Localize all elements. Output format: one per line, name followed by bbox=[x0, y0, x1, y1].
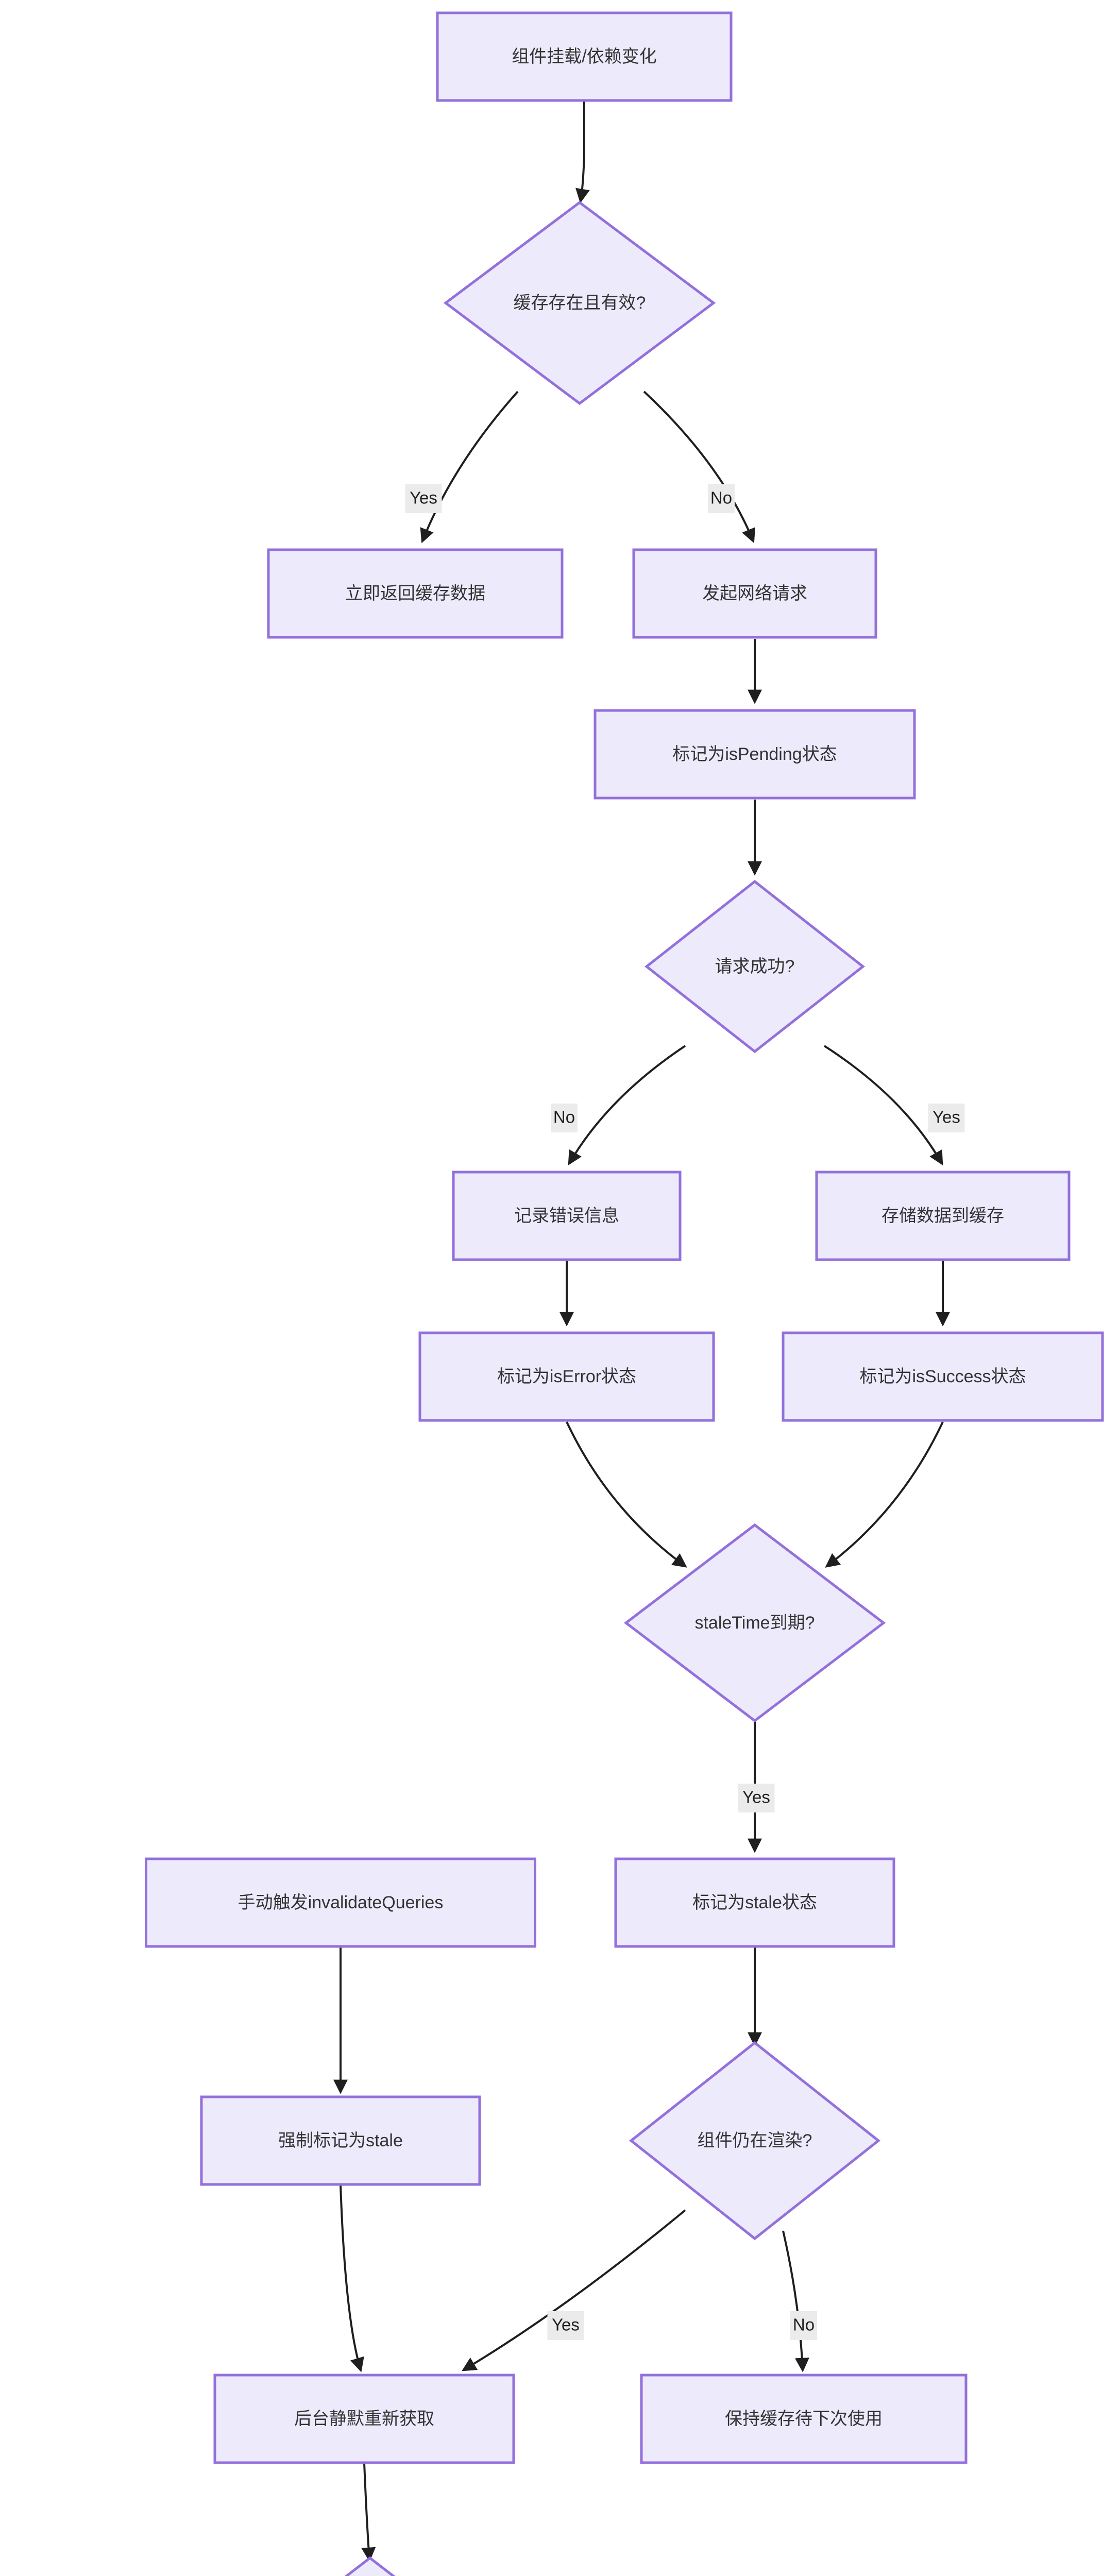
process-shape bbox=[200, 2095, 481, 2186]
node-label: 组件仍在渲染? bbox=[698, 2131, 812, 2150]
node-label: 标记为stale状态 bbox=[692, 1893, 817, 1912]
edge-labels-layer: YesNoNoYesYesYesNoYesNo bbox=[405, 484, 965, 2340]
node-label: 立即返回缓存数据 bbox=[345, 584, 485, 603]
node-label: 保持缓存待下次使用 bbox=[725, 2409, 883, 2429]
process-shape bbox=[436, 11, 733, 102]
flow-edge bbox=[643, 391, 756, 544]
flow-edge bbox=[782, 2230, 809, 2372]
node-label: 组件挂载/依赖变化 bbox=[512, 47, 656, 66]
process-shape bbox=[782, 1331, 1104, 1422]
flow-edge bbox=[823, 1045, 943, 1166]
edges-layer bbox=[333, 101, 950, 2562]
flow-node[interactable]: 存储数据到缓存 bbox=[815, 1171, 1071, 1261]
flow-node[interactable]: 组件挂载/依赖变化 bbox=[436, 11, 733, 102]
flow-edge bbox=[568, 1045, 686, 1166]
node-label: 请求成功? bbox=[715, 957, 795, 976]
flow-node[interactable]: 强制标记为stale bbox=[200, 2095, 481, 2186]
edge-label-backdrop bbox=[928, 1104, 965, 1132]
edge-label-text: No bbox=[793, 2315, 815, 2334]
flow-node[interactable]: 重新获取成功? bbox=[246, 2556, 494, 2576]
node-label: staleTime到期? bbox=[694, 1613, 815, 1633]
edge-label-backdrop bbox=[790, 2311, 817, 2340]
edge-label-backdrop bbox=[551, 1104, 578, 1132]
flow-node[interactable]: 手动触发invalidateQueries bbox=[145, 1857, 536, 1948]
decision-shape bbox=[344, 2556, 396, 2576]
edge-label: Yes bbox=[405, 484, 442, 513]
flow-node[interactable]: 缓存存在且有效? bbox=[443, 200, 716, 405]
flow-edge bbox=[825, 1421, 944, 1568]
node-label: 存储数据到缓存 bbox=[881, 1206, 1004, 1226]
node-label: 标记为isError状态 bbox=[497, 1367, 636, 1386]
edge-label: No bbox=[708, 484, 735, 513]
node-label: 手动触发invalidateQueries bbox=[238, 1893, 444, 1912]
process-shape bbox=[145, 1857, 536, 1948]
node-label: 标记为isPending状态 bbox=[672, 744, 837, 764]
decision-shape bbox=[644, 879, 866, 1054]
flow-edge bbox=[566, 1421, 687, 1568]
edge-label-backdrop bbox=[708, 484, 735, 513]
flow-edge bbox=[420, 391, 519, 544]
edge-label: Yes bbox=[738, 1784, 775, 1812]
node-label: 发起网络请求 bbox=[702, 584, 807, 603]
flow-edge bbox=[340, 2184, 364, 2372]
node-label: 记录错误信息 bbox=[514, 1206, 619, 1226]
flow-node[interactable]: 标记为isSuccess状态 bbox=[782, 1331, 1104, 1422]
process-shape bbox=[640, 2374, 968, 2464]
node-label: 标记为isSuccess状态 bbox=[859, 1367, 1026, 1386]
flow-node[interactable]: 发起网络请求 bbox=[632, 548, 877, 639]
flow-edge bbox=[575, 101, 590, 204]
edge-label: No bbox=[551, 1104, 578, 1132]
flow-node[interactable]: 立即返回缓存数据 bbox=[267, 548, 564, 639]
flow-edge bbox=[361, 2463, 376, 2562]
edge-label: Yes bbox=[928, 1104, 965, 1132]
edge-label-backdrop bbox=[405, 484, 442, 513]
decision-shape bbox=[443, 200, 716, 405]
process-shape bbox=[632, 548, 877, 639]
decision-shape bbox=[623, 1523, 886, 1723]
flow-node[interactable]: staleTime到期? bbox=[623, 1523, 886, 1723]
edge-label-backdrop bbox=[738, 1784, 775, 1812]
edge-label-text: Yes bbox=[552, 2315, 580, 2334]
node-label: 强制标记为stale bbox=[278, 2131, 403, 2150]
process-shape bbox=[594, 709, 916, 800]
process-shape bbox=[418, 1331, 715, 1422]
flow-node[interactable]: 标记为stale状态 bbox=[614, 1857, 895, 1948]
process-shape bbox=[452, 1171, 682, 1261]
edge-label-backdrop bbox=[547, 2311, 584, 2340]
flow-node[interactable]: 后台静默重新获取 bbox=[213, 2374, 515, 2464]
flow-node[interactable]: 标记为isPending状态 bbox=[594, 709, 916, 800]
node-label: 缓存存在且有效? bbox=[514, 293, 646, 313]
process-shape bbox=[815, 1171, 1071, 1261]
node-label: 后台静默重新获取 bbox=[294, 2409, 434, 2429]
edge-label-text: No bbox=[553, 1108, 575, 1127]
edge-label-text: Yes bbox=[410, 488, 437, 507]
flow-node[interactable]: 组件仍在渲染? bbox=[629, 2041, 881, 2241]
flow-node[interactable]: 记录错误信息 bbox=[452, 1171, 682, 1261]
process-shape bbox=[614, 1857, 895, 1948]
edge-label-text: Yes bbox=[742, 1788, 770, 1807]
process-shape bbox=[213, 2374, 515, 2464]
edge-label: Yes bbox=[547, 2311, 584, 2340]
edge-label-text: No bbox=[710, 488, 732, 507]
flow-node[interactable]: 标记为isError状态 bbox=[418, 1331, 715, 1422]
flow-edge bbox=[461, 2209, 686, 2371]
decision-shape bbox=[629, 2041, 881, 2241]
flow-node[interactable]: 保持缓存待下次使用 bbox=[640, 2374, 968, 2464]
edge-label-text: Yes bbox=[932, 1108, 960, 1127]
edge-label: No bbox=[790, 2311, 817, 2340]
process-shape bbox=[267, 548, 564, 639]
flow-node[interactable]: 请求成功? bbox=[644, 879, 866, 1054]
